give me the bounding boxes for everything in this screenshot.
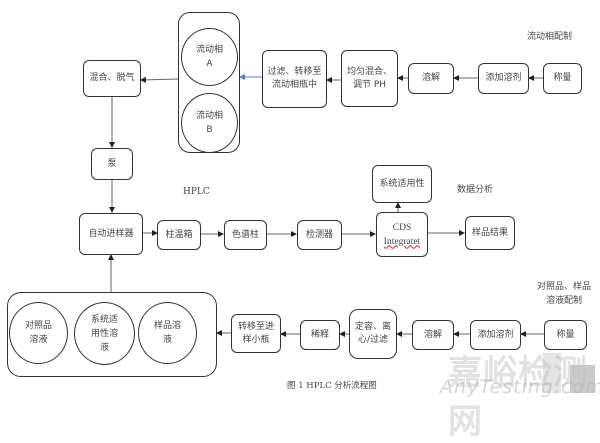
arrow-mobile-phase-to-mix-degas bbox=[140, 76, 179, 83]
column-oven-box: 柱温箱 bbox=[157, 220, 201, 250]
hplc-label: HPLC bbox=[183, 187, 210, 197]
add-solvent2-box: 添加溶剂 bbox=[470, 320, 521, 350]
mobile-phase-b: 流动相 B bbox=[181, 93, 238, 153]
volume-centrifuge-filter-box: 定容、离 心/过滤 bbox=[349, 309, 397, 359]
mix-degas-box: 混合、脱气 bbox=[83, 60, 141, 97]
data-analysis-label: 数据分析 bbox=[457, 185, 494, 195]
cds-label: CDS bbox=[392, 222, 412, 233]
autosampler-box: 自动进样器 bbox=[79, 213, 143, 255]
system-suitability-solution: 系统适 用性溶 液 bbox=[74, 302, 135, 365]
figure-caption: 图 1 HPLC 分析流程图 bbox=[287, 381, 377, 391]
system-suitability-box: 系统适用性 bbox=[372, 165, 432, 203]
detector-box: 检测器 bbox=[297, 220, 342, 250]
watermark-en: AnyTesting.com bbox=[440, 376, 600, 398]
column-box: 色谱柱 bbox=[224, 220, 267, 250]
mobile-phase-prep-label: 流动相配制 bbox=[527, 32, 573, 42]
sample-solution: 样品溶 液 bbox=[138, 302, 197, 364]
solution-prep-label: 对照品、样品 溶液配制 bbox=[537, 282, 592, 306]
cds-integratet-box: CDS Integratet bbox=[376, 212, 428, 257]
sample-result-box: 样品结果 bbox=[465, 216, 515, 250]
integratet-label: Integratet bbox=[383, 236, 421, 247]
add-solvent-box: 添加溶剂 bbox=[478, 63, 529, 94]
transfer-vial-box: 转移至进 样小瓶 bbox=[231, 314, 281, 353]
weigh2-box: 称量 bbox=[544, 320, 587, 350]
dissolve-box: 溶解 bbox=[408, 63, 454, 94]
mobile-phase-a: 流动相 A bbox=[181, 28, 238, 86]
connector-layer bbox=[108, 74, 544, 337]
watermark-block bbox=[543, 353, 561, 393]
watermark-block bbox=[570, 365, 595, 393]
dissolve2-box: 溶解 bbox=[412, 320, 454, 350]
reference-solution: 对照品 溶液 bbox=[9, 302, 68, 364]
filter-transfer-box: 过滤、转移至 流动相瓶中 bbox=[262, 50, 327, 108]
dilute-box: 稀释 bbox=[300, 320, 340, 350]
weigh-box: 称量 bbox=[543, 63, 582, 94]
pump-box: 泵 bbox=[91, 148, 133, 180]
mix-adjust-ph-box: 均匀混合、 调节 PH bbox=[341, 50, 398, 107]
